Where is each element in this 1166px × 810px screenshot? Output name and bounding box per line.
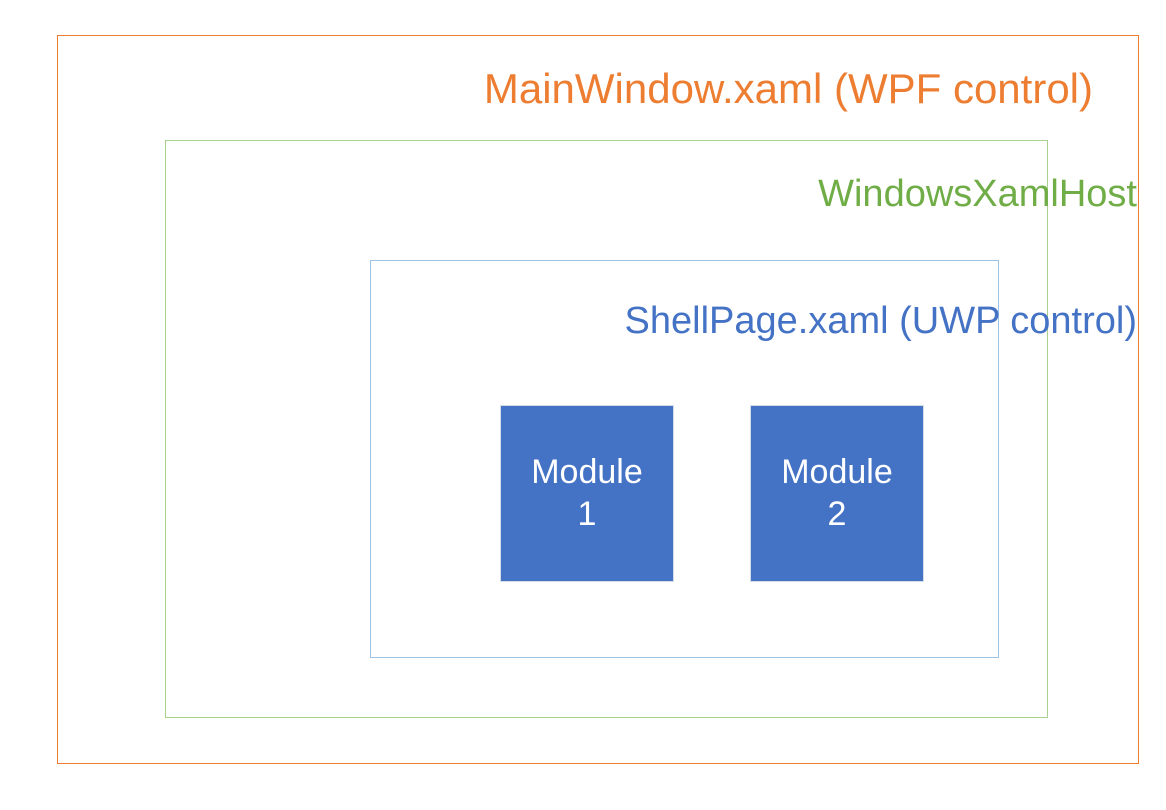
module-2-label-line2: 2 <box>827 494 847 533</box>
layer-windowsxamlhost <box>165 140 1048 718</box>
module-1-label-line2: 1 <box>577 494 597 533</box>
module-2-text: Module 2 <box>781 452 893 535</box>
layer-label-mainwindow-xaml: MainWindow.xaml (WPF control) <box>483 65 1093 112</box>
layer-label-shellpage-xaml: ShellPage.xaml (UWP control) <box>624 300 1137 342</box>
layer-shellpage-xaml <box>370 260 999 658</box>
module-box-1: Module 1 <box>500 405 674 582</box>
module-1-label-line1: Module <box>531 453 643 492</box>
module-box-2: Module 2 <box>750 405 924 582</box>
module-1-text: Module 1 <box>531 452 643 535</box>
module-2-label-line1: Module <box>781 453 893 492</box>
layer-label-windowsxamlhost: WindowsXamlHost <box>818 173 1137 215</box>
layer-mainwindow-xaml <box>57 35 1139 764</box>
